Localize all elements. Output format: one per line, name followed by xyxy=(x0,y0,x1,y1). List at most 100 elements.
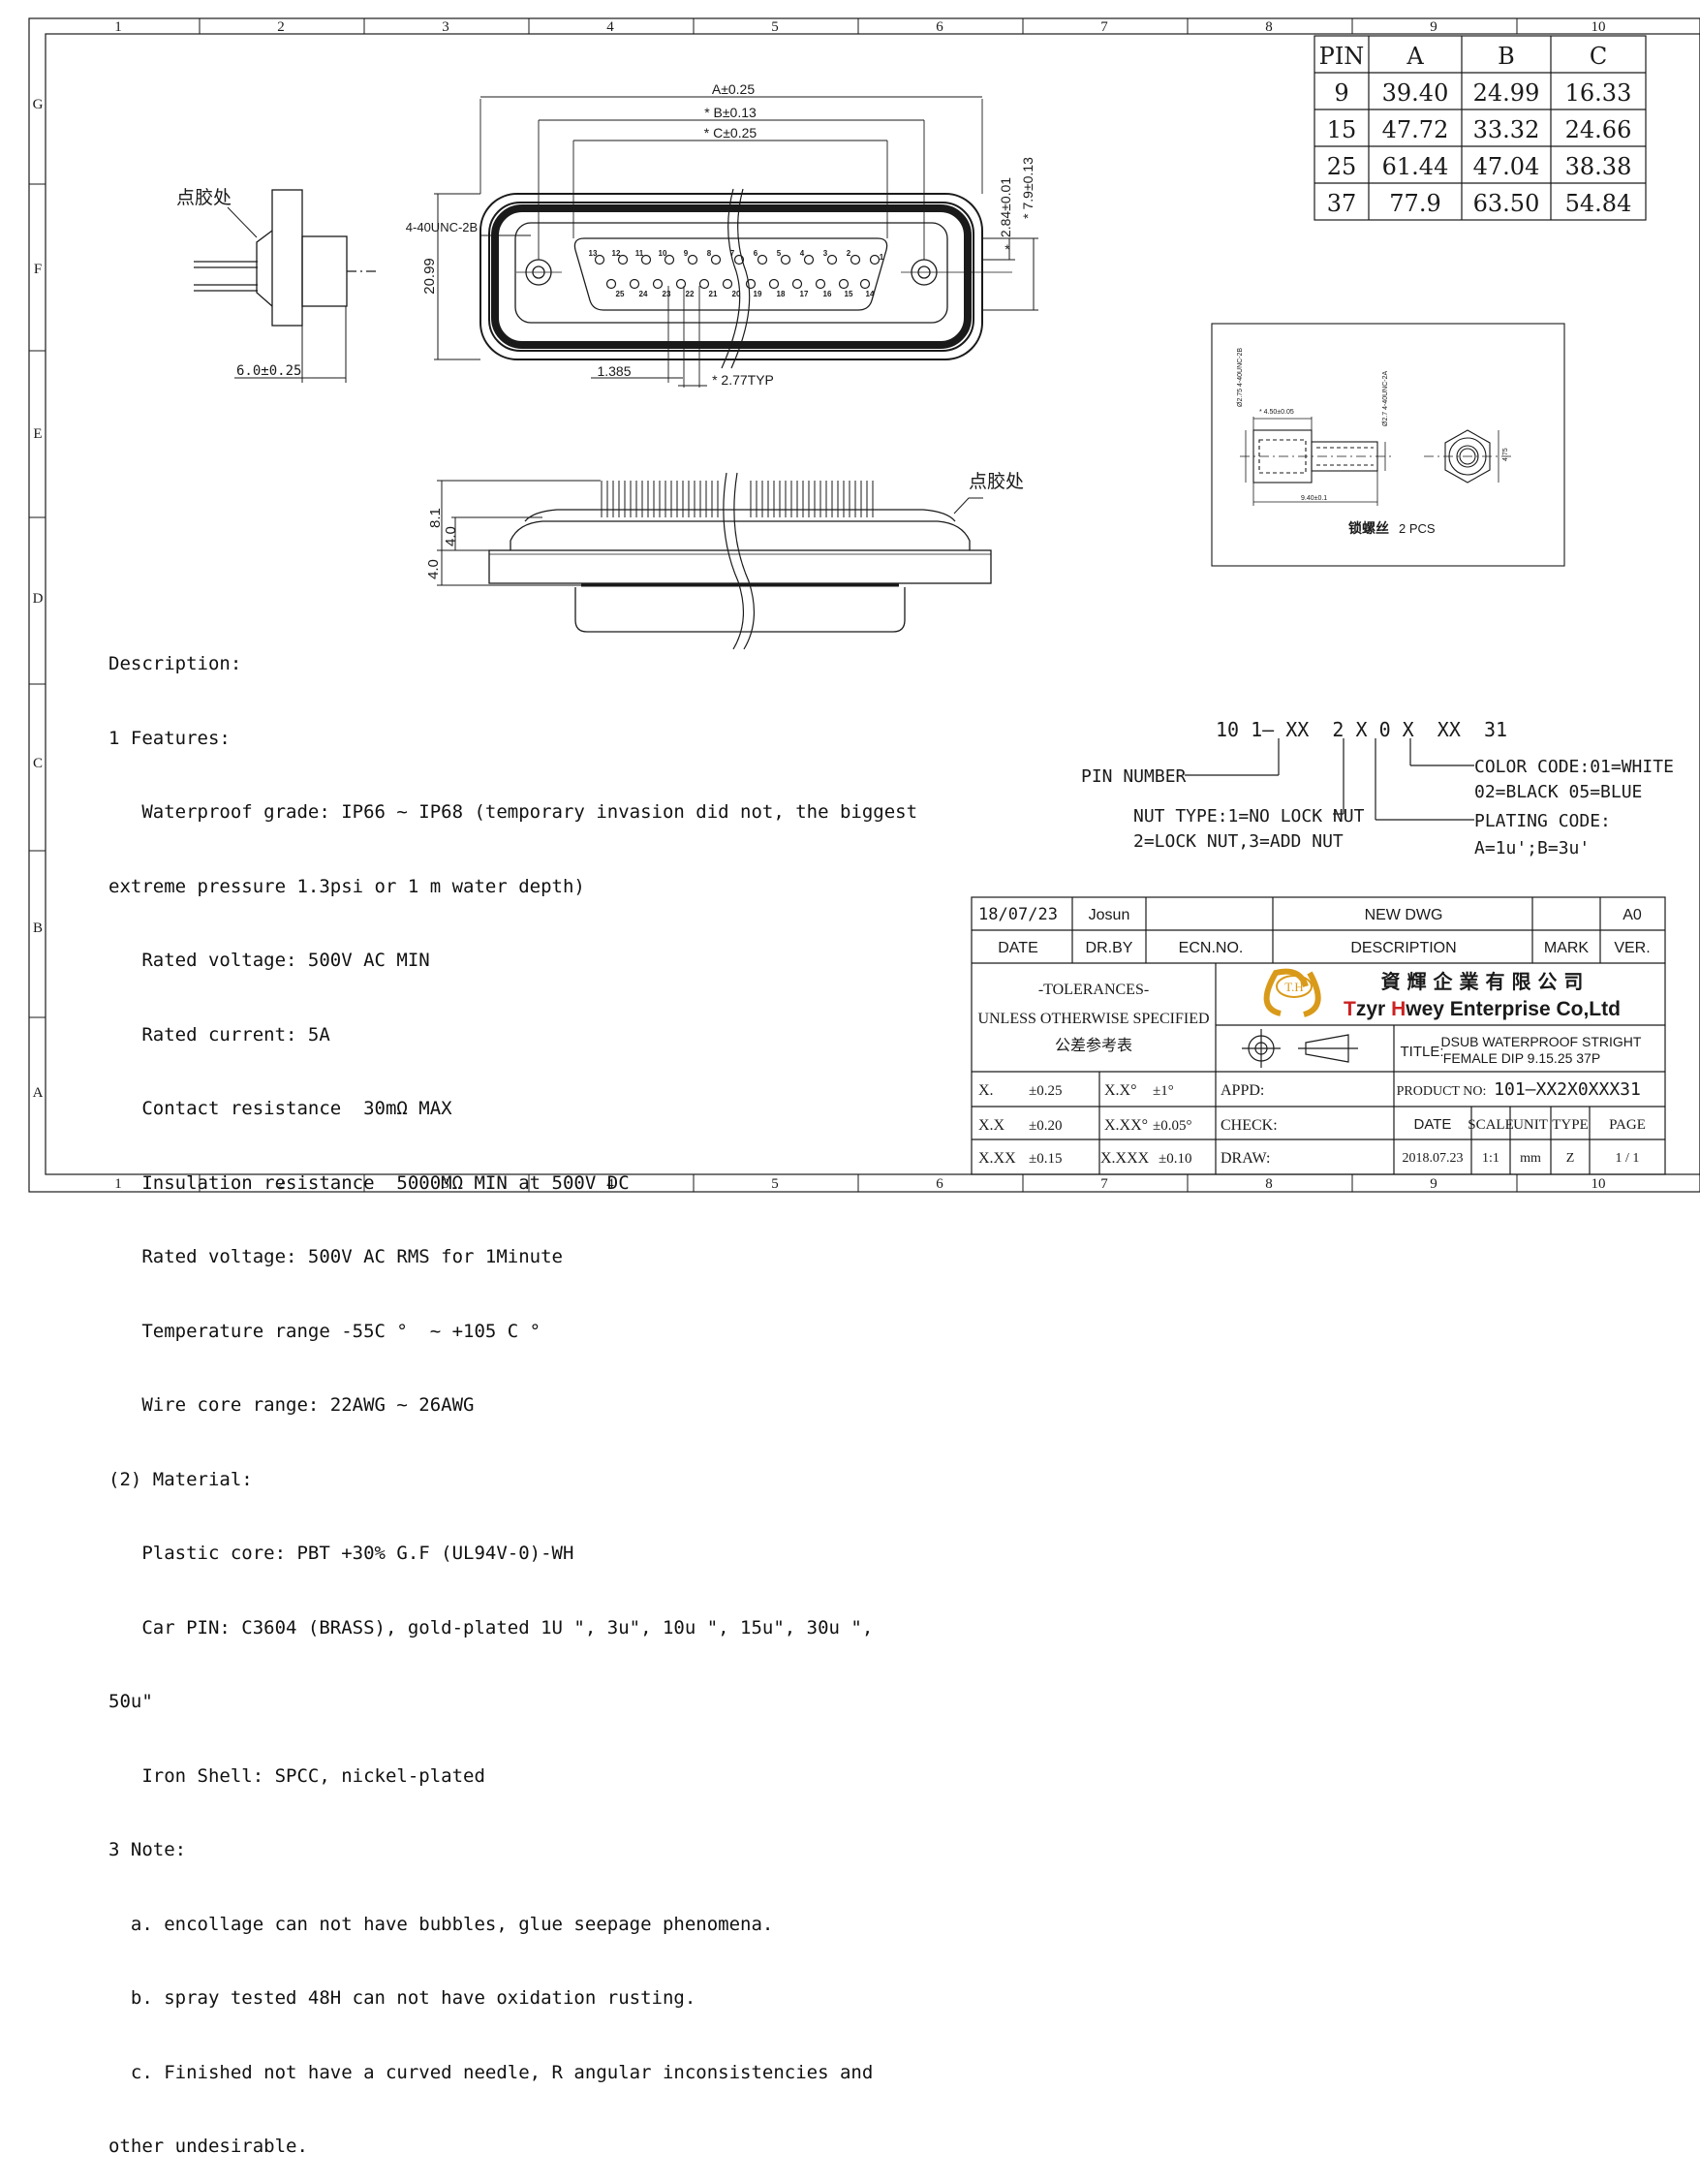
pin-number: 2 xyxy=(847,249,851,258)
pin-number: 16 xyxy=(823,290,832,298)
tol-row-1-a: X. xyxy=(978,1082,994,1099)
desc-line: other undesirable. xyxy=(108,2136,308,2157)
col-label: 8 xyxy=(1265,19,1273,35)
tol-row-3-d: ±0.10 xyxy=(1159,1151,1191,1167)
pin-number: 14 xyxy=(866,290,875,298)
company-logo-icon xyxy=(1263,968,1321,1017)
tol-row-1-d: ±1° xyxy=(1153,1083,1174,1099)
col-label: 8 xyxy=(1265,1176,1273,1192)
pin-number: 23 xyxy=(663,290,671,298)
pin-table-cell: 38.38 xyxy=(1565,153,1632,180)
pin-number: 21 xyxy=(709,290,718,298)
pin-number: 11 xyxy=(635,249,644,258)
company-name-cn: 資 輝 企 業 有 限 公 司 xyxy=(1381,970,1584,993)
rev-by: Josun xyxy=(1089,907,1130,923)
desc-line: b. spray tested 48H can not have oxidati… xyxy=(108,1987,696,2009)
nut-type-1: NUT TYPE:1=NO LOCK NUT xyxy=(1133,806,1365,827)
zone-labels: 1 2 3 4 5 6 7 8 9 10 1 2 3 4 5 6 7 8 9 1… xyxy=(33,19,1606,1192)
draw-label: DRAW: xyxy=(1221,1150,1270,1167)
hdr-page: PAGE xyxy=(1609,1117,1646,1133)
col-label: 10 xyxy=(1592,19,1606,35)
row-label: D xyxy=(33,591,44,607)
pin-number: 9 xyxy=(684,249,689,258)
col-label: 9 xyxy=(1430,19,1437,35)
desc-line: 50u" xyxy=(108,1691,153,1712)
row-label: C xyxy=(33,756,43,771)
company-name-en: Tzyr Hwey Enterprise Co,Ltd xyxy=(1344,998,1621,1020)
dim-284: 2.84±0.01 xyxy=(998,177,1013,237)
row-label: B xyxy=(33,920,43,936)
rev-date: 18/07/23 xyxy=(978,905,1058,924)
row-label: A xyxy=(33,1085,44,1101)
dim-40a: 4.0 xyxy=(443,526,459,546)
sheet-border xyxy=(28,17,1700,1193)
desc-line: Rated voltage: 500V AC MIN xyxy=(108,950,430,971)
dim-a: A±0.25 xyxy=(712,81,755,97)
hdr-date-2: DATE xyxy=(1414,1116,1452,1133)
screw-dim-1: Ø2.75 4-40UNC-2B xyxy=(1237,348,1244,407)
pin-table-cell: 77.9 xyxy=(1389,190,1440,217)
desc-line: 1 Features: xyxy=(108,727,231,749)
desc-line: extreme pressure 1.3psi or 1 m water dep… xyxy=(108,875,585,897)
pin-table-cell: 25 xyxy=(1327,153,1357,180)
hdr-unit: UNIT xyxy=(1513,1117,1548,1133)
desc-line: Contact resistance 30mΩ MAX xyxy=(108,1098,452,1119)
tol-row-1-b: ±0.25 xyxy=(1029,1083,1062,1099)
pin-table-cell: 47.04 xyxy=(1473,153,1540,180)
bottom-view xyxy=(437,472,992,650)
pin-number: 7 xyxy=(730,249,735,258)
title-line-1: DSUB WATERPROOF STRIGHT xyxy=(1441,1034,1642,1049)
col-label: 10 xyxy=(1592,1176,1606,1192)
pin-number: 17 xyxy=(800,290,809,298)
col-label: 4 xyxy=(606,1176,614,1192)
pin-number: 19 xyxy=(754,290,762,298)
bottom-view-text: 点胶处 8.1 4.0 4.0 xyxy=(425,471,1024,579)
check-label: CHECK: xyxy=(1221,1117,1278,1134)
tol-row-1-c: X.X° xyxy=(1104,1082,1137,1099)
tol-row-2-c: X.XX° xyxy=(1104,1117,1148,1134)
pin-number: 8 xyxy=(707,249,712,258)
val-type: Z xyxy=(1566,1151,1575,1166)
screw-detail-text: Ø2.75 4-40UNC-2B Ø2.7 4-40UNC-2A * 4.50±… xyxy=(1237,348,1509,536)
dim-6: 6.0±0.25 xyxy=(236,363,301,379)
pin-number: 1 xyxy=(880,253,884,262)
mount-hole-label: 4-40UNC-2B xyxy=(406,220,478,234)
front-view-pins-top xyxy=(594,254,881,265)
hdr-scale: SCALE xyxy=(1468,1117,1514,1133)
pin-number: 22 xyxy=(686,290,695,298)
col-label: 5 xyxy=(771,19,779,35)
dim-b: * B±0.13 xyxy=(704,105,757,120)
col-label: 9 xyxy=(1430,1176,1437,1192)
desc-line: Description: xyxy=(108,653,242,674)
title-line-2: FEMALE DIP 9.15.25 37P xyxy=(1443,1050,1600,1066)
desc-line: Insulation resistance 5000MΩ MIN at 500V… xyxy=(108,1171,630,1194)
description-block: Description: 1 Features: Waterproof grad… xyxy=(108,603,917,2184)
desc-line: (2) Material: xyxy=(108,1468,253,1490)
dim-c: * C±0.25 xyxy=(704,125,757,140)
pin-number: 12 xyxy=(612,249,621,258)
desc-line: Temperature range -55C ° ~ +105 C ° xyxy=(108,1320,541,1342)
col-label: 6 xyxy=(936,19,943,35)
screw-dim-2: Ø2.7 4-40UNC-2A xyxy=(1382,370,1389,426)
tol-row-3-b: ±0.15 xyxy=(1029,1151,1062,1167)
hdr-ecn: ECN.NO. xyxy=(1179,940,1244,956)
screw-dim-3: * 4.50±0.05 xyxy=(1259,409,1294,416)
rev-desc: NEW DWG xyxy=(1365,907,1443,923)
col-label: 6 xyxy=(936,1176,943,1192)
pin-table-cell: 61.44 xyxy=(1382,153,1449,180)
color-code-2: 02=BLACK 05=BLUE xyxy=(1474,782,1642,802)
val-page: 1 / 1 xyxy=(1616,1151,1640,1166)
tol-row-3-a: X.XX xyxy=(978,1150,1016,1167)
col-label: 1 xyxy=(114,19,122,35)
product-no: 101—XX2X0XXX31 xyxy=(1494,1079,1641,1100)
pin-table-header: PIN xyxy=(1319,43,1365,70)
title-block xyxy=(971,896,1666,1175)
pin-number: 6 xyxy=(754,249,758,258)
pin-number: 3 xyxy=(823,249,828,258)
tol-row-2-b: ±0.20 xyxy=(1029,1118,1062,1134)
plating-code-1: PLATING CODE: xyxy=(1474,811,1611,831)
color-code-1: COLOR CODE:01=WHITE xyxy=(1474,757,1674,777)
glue-label-side: 点胶处 xyxy=(176,187,232,208)
pin-table-cell: 16.33 xyxy=(1565,79,1632,107)
dim-1385: 1.385 xyxy=(597,363,631,379)
